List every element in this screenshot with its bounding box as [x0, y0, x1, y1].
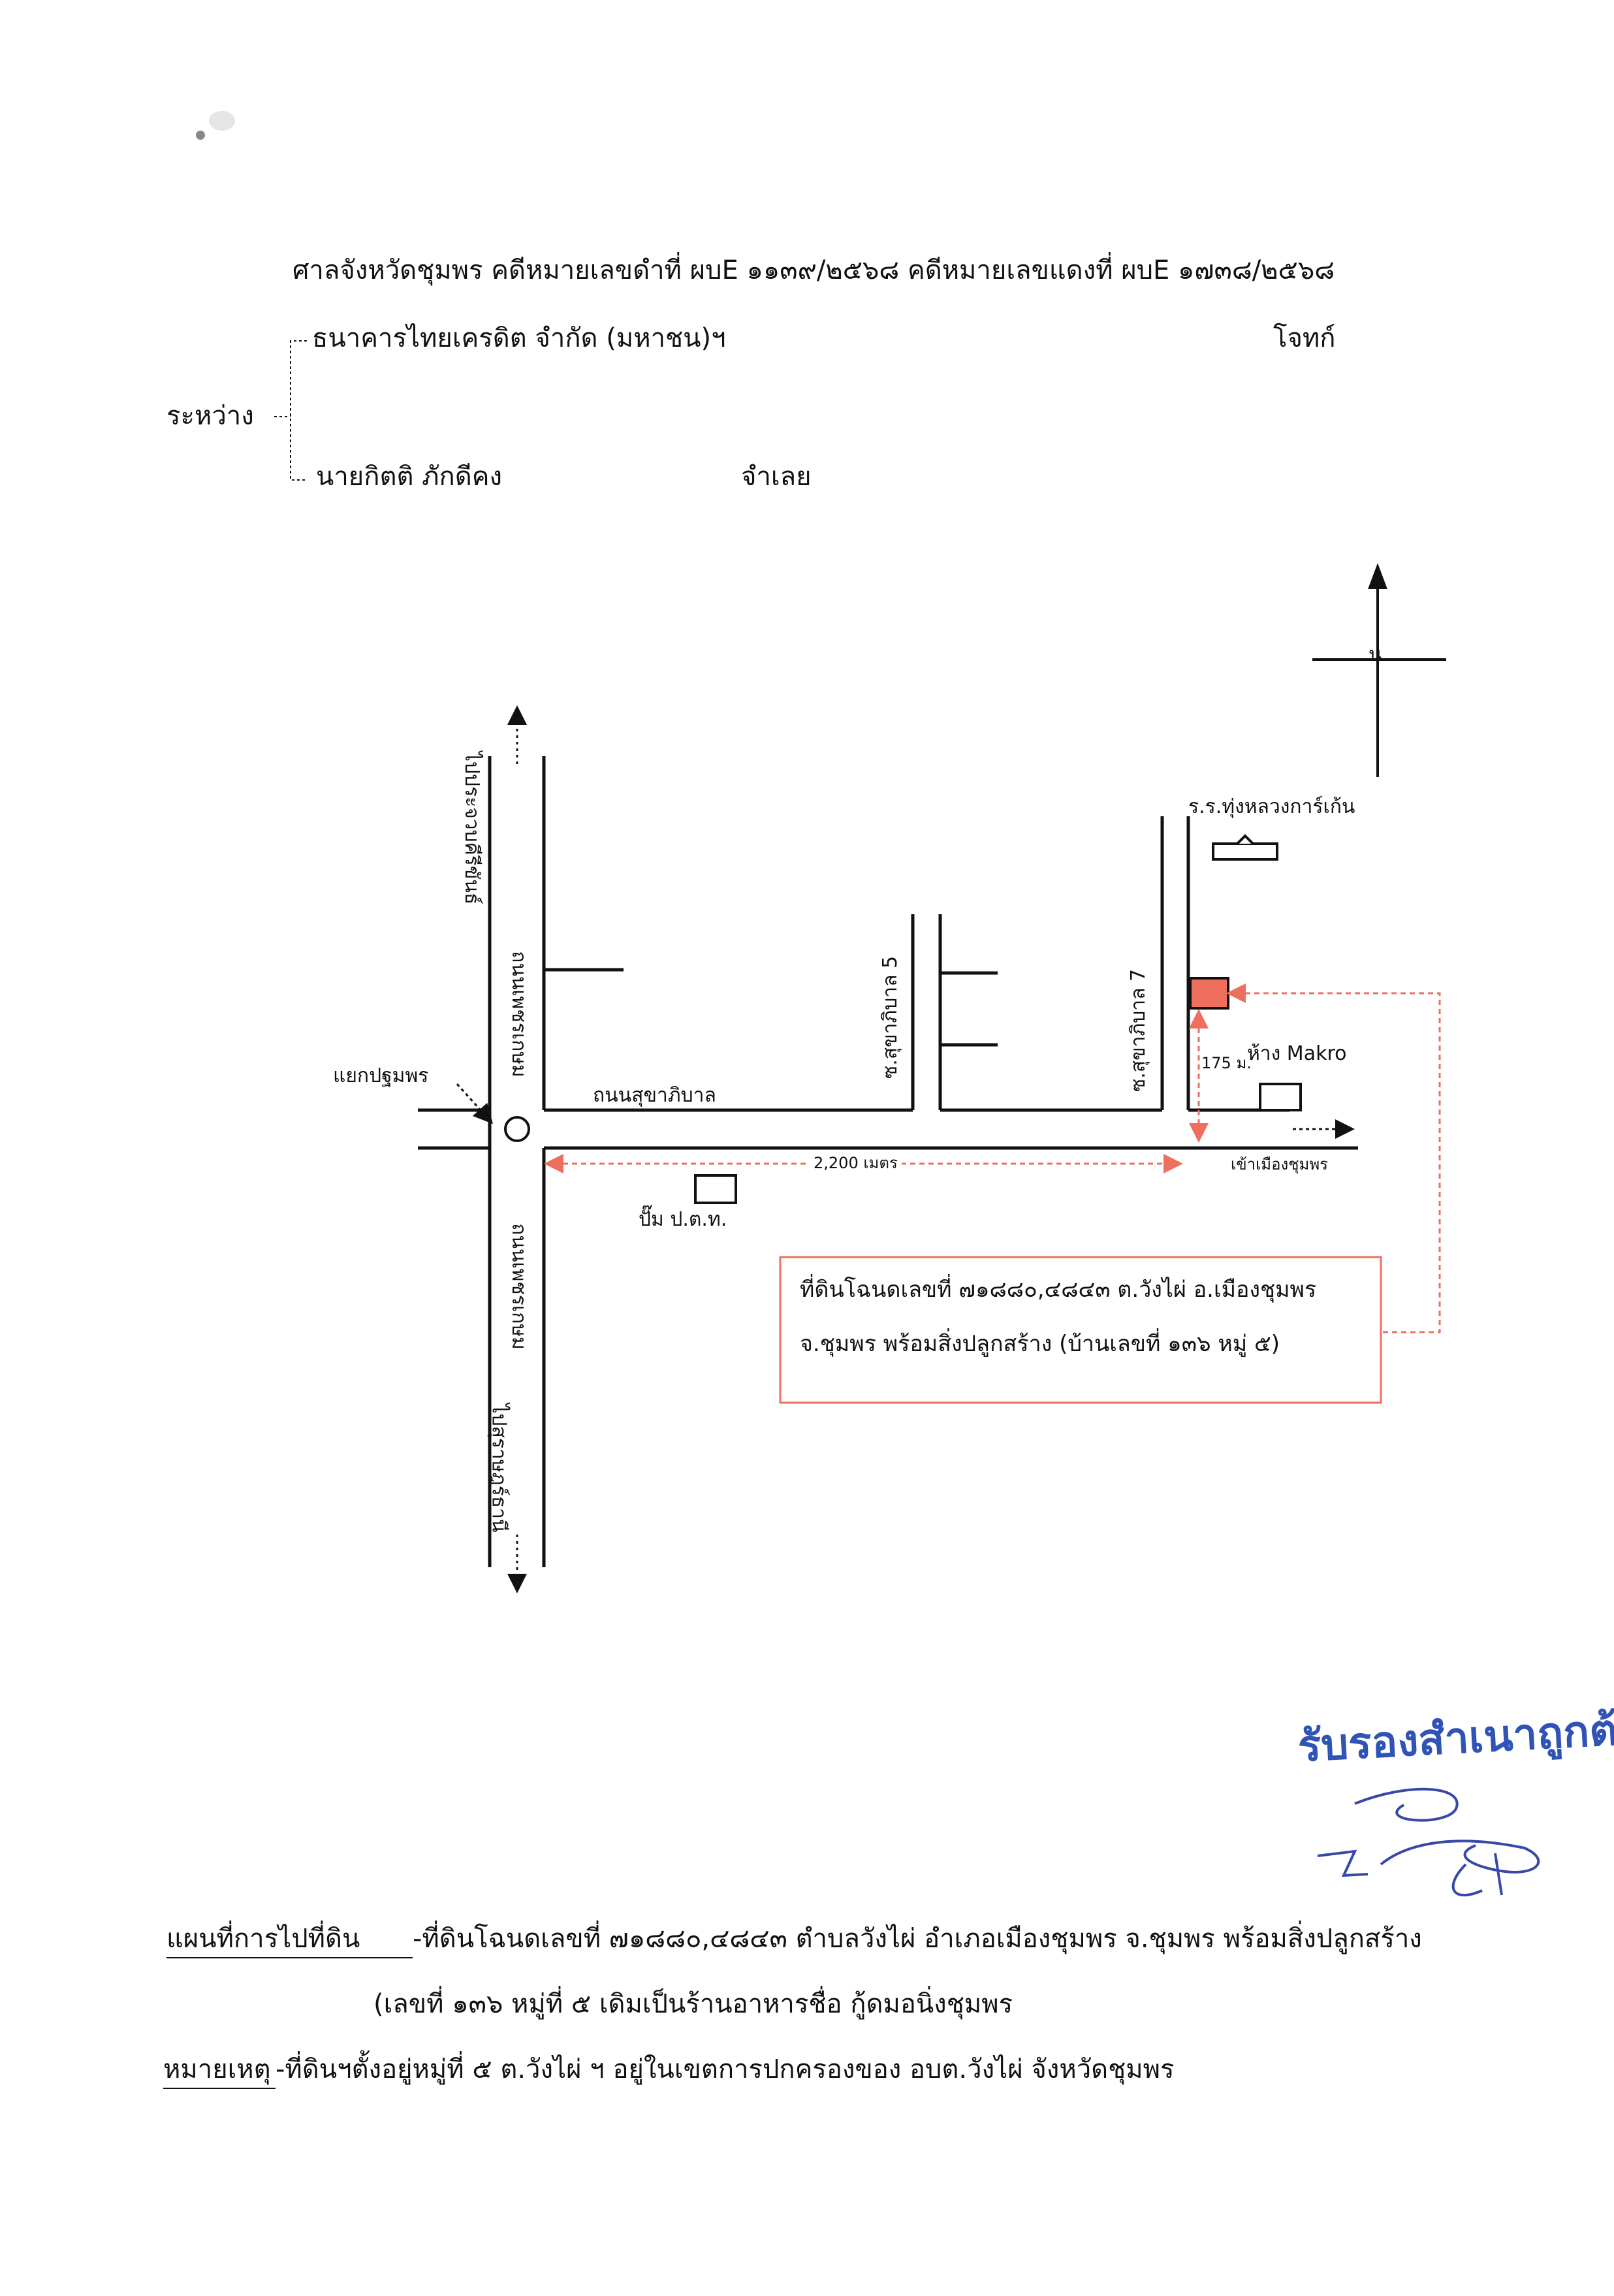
plaintiff-name: ธนาคารไทยเครดิต จำกัด (มหาชน)ฯ — [312, 323, 726, 353]
west-road-stub — [418, 1108, 490, 1150]
distance-markers — [544, 983, 1441, 1333]
to-south-label: ไปสุราษฎร์ธานี — [487, 1403, 511, 1533]
footer-line2-text: (เลขที่ ๑๓๖ หมู่ที่ ๕ เดิมเป็นร้านอาหารช… — [373, 1989, 1013, 2019]
soi7-label: ซ.สุขาภิบาล 7 — [1127, 968, 1150, 1092]
plaintiff-role: โจทก์ — [1273, 323, 1336, 353]
soi-sukhaphiban-5 — [911, 914, 998, 1110]
defendant-role: จำเลย — [741, 462, 812, 492]
sukhaphiban-road — [544, 1108, 1358, 1150]
to-north-label: ไปประจวบคีรีขันธ์ — [460, 751, 484, 905]
soi-sukhaphiban-7 — [1160, 816, 1190, 1110]
distance-175-label: 175 ม. — [1201, 1054, 1252, 1072]
petchkasem-bottom-label: ถนนเพชรเกษม — [507, 1223, 530, 1350]
property-marker — [1189, 977, 1229, 1010]
main-road-label: ถนนสุขาภิบาล — [593, 1084, 716, 1107]
north-arrow-icon — [1312, 563, 1446, 777]
soi5-label: ซ.สุขาภิบาล 5 — [879, 955, 902, 1079]
note-label: หมายเหตุ — [163, 2054, 271, 2084]
junction-arrow — [456, 1083, 494, 1124]
footer-line1-label: แผนที่การไปที่ดิน — [166, 1924, 360, 1954]
mall-label: ห้าง Makro — [1247, 1042, 1347, 1065]
petchkasem-road — [488, 756, 624, 1567]
footer-line1-text: -ที่ดินโฉนดเลขที่ ๗๑๘๘๐,๔๘๔๓ ตำบลวังไผ่ … — [413, 1924, 1422, 1954]
property-info-line2: จ.ชุมพร พร้อมสิ่งปลูกสร้าง (บ้านเลขที่ ๑… — [800, 1331, 1280, 1357]
school-building-icon — [1212, 834, 1278, 861]
defendant-name: นายกิตติ ภักดีคง — [316, 462, 502, 492]
court-case-line: ศาลจังหวัดชุมพร คดีหมายเลขดำที่ ผบE ๑๑๓๙… — [293, 255, 1335, 285]
party-bracket — [274, 340, 307, 481]
roundabout-circle — [504, 1116, 530, 1142]
to-city-label: เข้าเมืองชุมพร — [1231, 1155, 1329, 1173]
petchkasem-top-label: ถนนเพชรเกษม — [507, 951, 530, 1077]
signature-mark — [1317, 1787, 1540, 1897]
gas-station-label: ปั๊ม ป.ต.ท. — [639, 1208, 727, 1231]
property-info-box — [779, 1256, 1382, 1404]
property-info-line1: ที่ดินโฉนดเลขที่ ๗๑๘๘๐,๔๘๔๓ ต.วังไผ่ อ.เ… — [800, 1277, 1317, 1303]
school-label: ร.ร.ทุ่งหลวงการ์เก้น — [1188, 795, 1355, 818]
junction-label: แยกปฐมพร — [333, 1064, 429, 1087]
scan-speck-mark — [189, 98, 248, 157]
makro-building-icon — [1259, 1083, 1302, 1111]
north-label: น — [1369, 643, 1382, 666]
between-label: ระหว่าง — [166, 401, 254, 431]
ptt-station-icon — [694, 1174, 737, 1204]
note-text: -ที่ดินฯตั้งอยู่หมู่ที่ ๕ ต.วังไผ่ ฯ อยู… — [276, 2054, 1175, 2084]
distance-2200-label: 2,200 เมตร — [810, 1153, 902, 1173]
